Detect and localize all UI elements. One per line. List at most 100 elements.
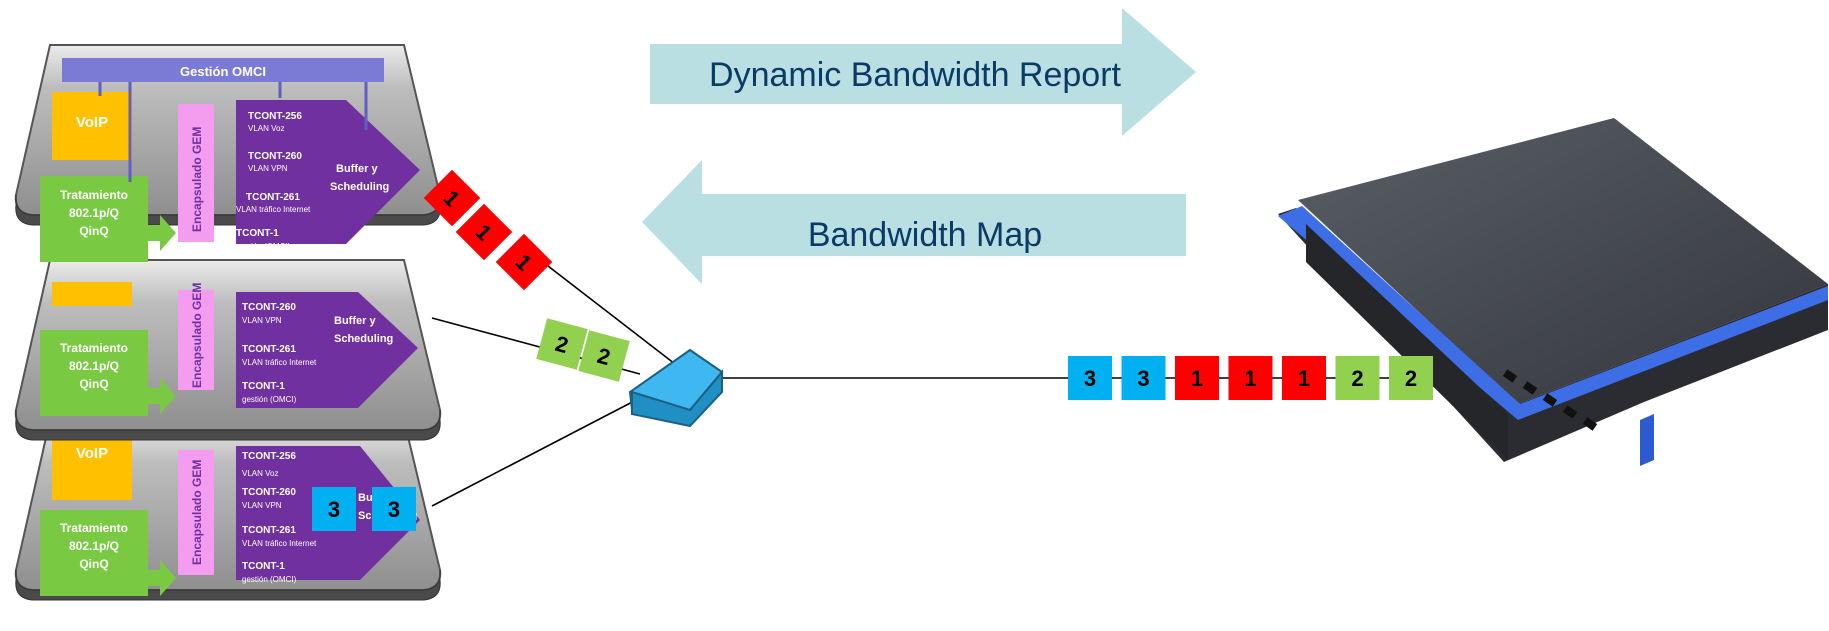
packet: 2 [1389, 356, 1433, 400]
tcont-desc: gestión (OMCI) [236, 242, 291, 251]
packet-box [536, 318, 588, 370]
encap-block [178, 290, 214, 390]
packet-box [1282, 356, 1326, 400]
tcont-name: TCONT-1 [236, 228, 279, 239]
scheduler-label-2: Scheduling [334, 333, 393, 345]
packet-label: 3 [1084, 366, 1096, 391]
packets-onu1: 111 [423, 169, 553, 291]
voip-label: VoIP [76, 445, 108, 462]
encap-block [178, 450, 214, 575]
bandwidth-map-arrow: Bandwidth Map [642, 160, 1186, 284]
onu-card-2: Tratamiento 802.1p/Q QinQ Encapsulado GE… [14, 259, 442, 441]
packet-box [1068, 356, 1112, 400]
omci-bar [62, 58, 384, 82]
tcont-desc: gestión (OMCI) [242, 575, 297, 584]
packet-box [1228, 356, 1273, 400]
voip-block [52, 92, 132, 160]
scheduler-label-2: Scheduling [330, 181, 389, 193]
scheduler-label-1: Buffer y [334, 315, 376, 327]
olt-ports [1502, 369, 1598, 431]
packet-label: 1 [1191, 366, 1203, 391]
packet-box [1389, 356, 1433, 400]
tcont-name: TCONT-261 [246, 192, 300, 203]
scheduler-block [236, 292, 418, 408]
map-arrow-shape [642, 160, 1186, 284]
packet-box [372, 487, 416, 531]
packet: 1 [1228, 356, 1273, 400]
omci-label: Gestión OMCI [180, 64, 266, 79]
packet: 2 [578, 330, 630, 382]
tcont-desc: VLAN tráfico Internet [242, 358, 317, 367]
splitter [628, 348, 724, 428]
tcont-name: TCONT-261 [242, 525, 296, 536]
tcont-desc: VLAN tráfico Internet [242, 539, 317, 548]
tcont-desc: VLAN VPN [248, 164, 288, 173]
treatment-label-2: 802.1p/Q [69, 539, 119, 553]
onu-card-1: Gestión OMCI VoIP Tratamiento 802.1p/Q Q… [14, 44, 442, 262]
olt-front-panel [1306, 224, 1508, 460]
tcont-desc: VLAN VPN [242, 316, 282, 325]
packet: 2 [536, 318, 588, 370]
packet-box [1175, 356, 1219, 400]
packet-label: 3 [328, 497, 340, 522]
tcont-desc: gestión (OMCI) [242, 395, 297, 404]
voip-block [52, 432, 132, 500]
tcont-name: TCONT-260 [242, 487, 296, 498]
packet: 2 [1335, 356, 1380, 400]
treatment-arrow [148, 560, 176, 596]
packet: 1 [1282, 356, 1326, 400]
tcont-name: TCONT-261 [242, 344, 296, 355]
packet-label: 1 [1244, 366, 1256, 391]
packet-box [1335, 356, 1380, 400]
packet: 3 [372, 487, 416, 531]
packet: 3 [312, 487, 356, 531]
treatment-label-3: QinQ [79, 377, 108, 391]
treatment-label-1: Tratamiento [60, 341, 128, 355]
tcont-desc: VLAN Voz [242, 469, 278, 478]
treatment-label-2: 802.1p/Q [69, 359, 119, 373]
treatment-label-3: QinQ [79, 557, 108, 571]
treatment-block [40, 510, 148, 596]
tcont-name: TCONT-260 [248, 151, 302, 162]
packet-label: 3 [388, 497, 400, 522]
encap-label: Encapsulado GEM [190, 283, 204, 388]
voip-label: VoIP [76, 114, 108, 131]
packet-box [578, 330, 630, 382]
dynamic-bandwidth-report-arrow: Dynamic Bandwidth Report [650, 8, 1196, 136]
tcont-name: TCONT-1 [242, 381, 285, 392]
scheduler-label-1: Buffer y [336, 163, 378, 175]
scheduler-block [236, 100, 420, 244]
splitter-side [631, 369, 723, 428]
packet: 3 [1121, 356, 1166, 400]
tcont-name: TCONT-1 [242, 561, 285, 572]
voip-block [52, 282, 132, 306]
packet: 1 [1175, 356, 1219, 400]
packet-box [312, 487, 356, 531]
packet-label: 2 [1405, 366, 1417, 391]
packet-label: 1 [1298, 366, 1310, 391]
packet-label: 2 [1351, 366, 1363, 391]
tcont-name: TCONT-256 [242, 451, 296, 462]
encap-label: Encapsulado GEM [190, 127, 204, 232]
tcont-name: TCONT-256 [248, 111, 302, 122]
treatment-label-1: Tratamiento [60, 188, 128, 202]
treatment-arrow [148, 378, 176, 414]
treatment-label-3: QinQ [79, 224, 108, 238]
fiber-line-onu1 [547, 265, 676, 365]
tcont-desc: VLAN tráfico Internet [236, 205, 311, 214]
encap-label: Encapsulado GEM [190, 460, 204, 565]
report-arrow-label: Dynamic Bandwidth Report [709, 56, 1122, 94]
treatment-label-1: Tratamiento [60, 521, 128, 535]
olt-top [1298, 118, 1828, 404]
treatment-label-2: 802.1p/Q [69, 206, 119, 220]
encap-block [178, 104, 214, 242]
treatment-block [40, 176, 148, 262]
map-arrow-label: Bandwidth Map [808, 216, 1042, 254]
fiber-line-onu3 [431, 397, 641, 507]
olt-rack-ear [1640, 414, 1654, 466]
tcont-desc: VLAN Voz [248, 124, 284, 133]
